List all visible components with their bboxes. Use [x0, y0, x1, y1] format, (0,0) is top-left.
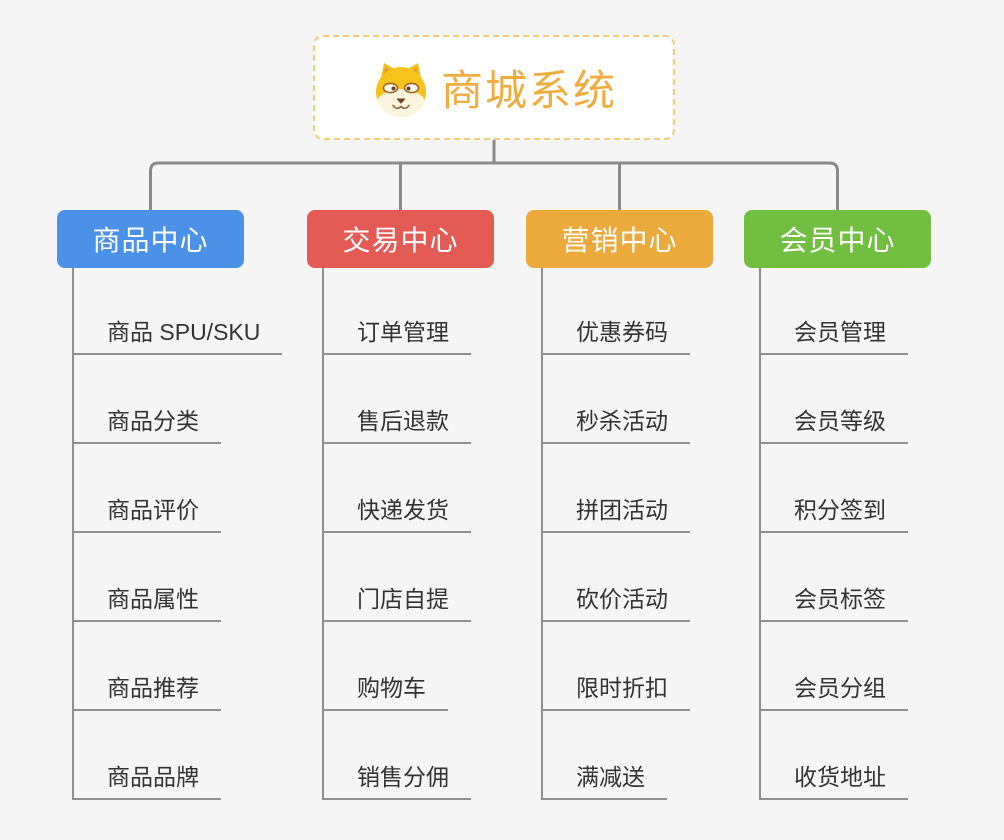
leaf-row: 优惠券码 — [541, 266, 690, 355]
leaf-row: 砍价活动 — [541, 533, 690, 622]
leaf-row: 购物车 — [322, 622, 471, 711]
leaf-topic-product-center-5[interactable]: 商品品牌 — [72, 758, 221, 800]
leaf-row: 商品 SPU/SKU — [72, 266, 283, 355]
leaf-topic-trade-center-3[interactable]: 门店自提 — [322, 580, 471, 622]
leaf-row: 商品推荐 — [72, 622, 282, 711]
leaf-row: 限时折扣 — [541, 622, 690, 711]
leaf-topic-member-center-0[interactable]: 会员管理 — [759, 313, 908, 355]
trunk-line-marketing-center — [541, 268, 543, 800]
leaf-row: 拼团活动 — [541, 444, 690, 533]
leaf-list-trade-center: 订单管理售后退款快递发货门店自提购物车销售分佣 — [322, 266, 471, 800]
leaf-row: 收货地址 — [759, 711, 908, 800]
leaf-topic-trade-center-1[interactable]: 售后退款 — [322, 402, 471, 444]
branch-label-marketing-center: 营销中心 — [561, 225, 678, 256]
leaf-topic-member-center-4[interactable]: 会员分组 — [759, 669, 908, 711]
leaf-topic-member-center-1[interactable]: 会员等级 — [759, 402, 908, 444]
leaf-row: 商品评价 — [72, 444, 282, 533]
leaf-topic-marketing-center-0[interactable]: 优惠券码 — [541, 313, 690, 355]
leaf-topic-product-center-3[interactable]: 商品属性 — [72, 580, 221, 622]
branch-label-trade-center: 交易中心 — [342, 225, 459, 256]
leaf-row: 商品属性 — [72, 533, 282, 622]
leaf-topic-trade-center-0[interactable]: 订单管理 — [322, 313, 471, 355]
leaf-row: 会员标签 — [759, 533, 908, 622]
branch-node-marketing-center[interactable]: 营销中心 — [526, 210, 713, 268]
leaf-topic-product-center-2[interactable]: 商品评价 — [72, 491, 221, 533]
branch-node-trade-center[interactable]: 交易中心 — [307, 210, 494, 268]
trunk-line-product-center — [72, 268, 74, 800]
trunk-line-trade-center — [322, 268, 324, 800]
branch-node-product-center[interactable]: 商品中心 — [57, 210, 244, 268]
leaf-row: 秒杀活动 — [541, 355, 690, 444]
leaf-topic-trade-center-2[interactable]: 快递发货 — [322, 491, 471, 533]
root-title: 商城系统 — [440, 67, 617, 114]
leaf-topic-marketing-center-5[interactable]: 满减送 — [541, 758, 667, 800]
leaf-topic-member-center-5[interactable]: 收货地址 — [759, 758, 908, 800]
branch-label-member-center: 会员中心 — [779, 225, 896, 256]
leaf-list-marketing-center: 优惠券码秒杀活动拼团活动砍价活动限时折扣满减送 — [541, 266, 690, 800]
leaf-topic-product-center-4[interactable]: 商品推荐 — [72, 669, 221, 711]
leaf-topic-product-center-0[interactable]: 商品 SPU/SKU — [72, 313, 283, 355]
leaf-row: 会员分组 — [759, 622, 908, 711]
leaf-row: 门店自提 — [322, 533, 471, 622]
leaf-topic-marketing-center-3[interactable]: 砍价活动 — [541, 580, 690, 622]
leaf-row: 商品品牌 — [72, 711, 282, 800]
leaf-row: 销售分佣 — [322, 711, 471, 800]
leaf-row: 订单管理 — [322, 266, 471, 355]
leaf-row: 商品分类 — [72, 355, 282, 444]
leaf-topic-trade-center-4[interactable]: 购物车 — [322, 669, 448, 711]
leaf-row: 快递发货 — [322, 444, 471, 533]
leaf-row: 满减送 — [541, 711, 690, 800]
leaf-topic-member-center-2[interactable]: 积分签到 — [759, 491, 908, 533]
leaf-topic-product-center-1[interactable]: 商品分类 — [72, 402, 221, 444]
branch-node-member-center[interactable]: 会员中心 — [744, 210, 931, 268]
leaf-row: 会员管理 — [759, 266, 908, 355]
trunk-line-member-center — [759, 268, 761, 800]
leaf-topic-trade-center-5[interactable]: 销售分佣 — [322, 758, 471, 800]
branch-label-product-center: 商品中心 — [92, 225, 209, 256]
leaf-topic-marketing-center-1[interactable]: 秒杀活动 — [541, 402, 690, 444]
leaf-topic-member-center-3[interactable]: 会员标签 — [759, 580, 908, 622]
leaf-list-product-center: 商品 SPU/SKU 商品分类商品评价商品属性商品推荐商品品牌 — [72, 266, 283, 800]
leaf-topic-marketing-center-4[interactable]: 限时折扣 — [541, 669, 690, 711]
leaf-row: 积分签到 — [759, 444, 908, 533]
leaf-row: 售后退款 — [322, 355, 471, 444]
dog-face-icon — [375, 62, 426, 117]
root-node[interactable]: 商城系统 — [313, 35, 675, 140]
leaf-row: 会员等级 — [759, 355, 908, 444]
leaf-list-member-center: 会员管理会员等级积分签到会员标签会员分组收货地址 — [759, 266, 908, 800]
leaf-topic-marketing-center-2[interactable]: 拼团活动 — [541, 491, 690, 533]
